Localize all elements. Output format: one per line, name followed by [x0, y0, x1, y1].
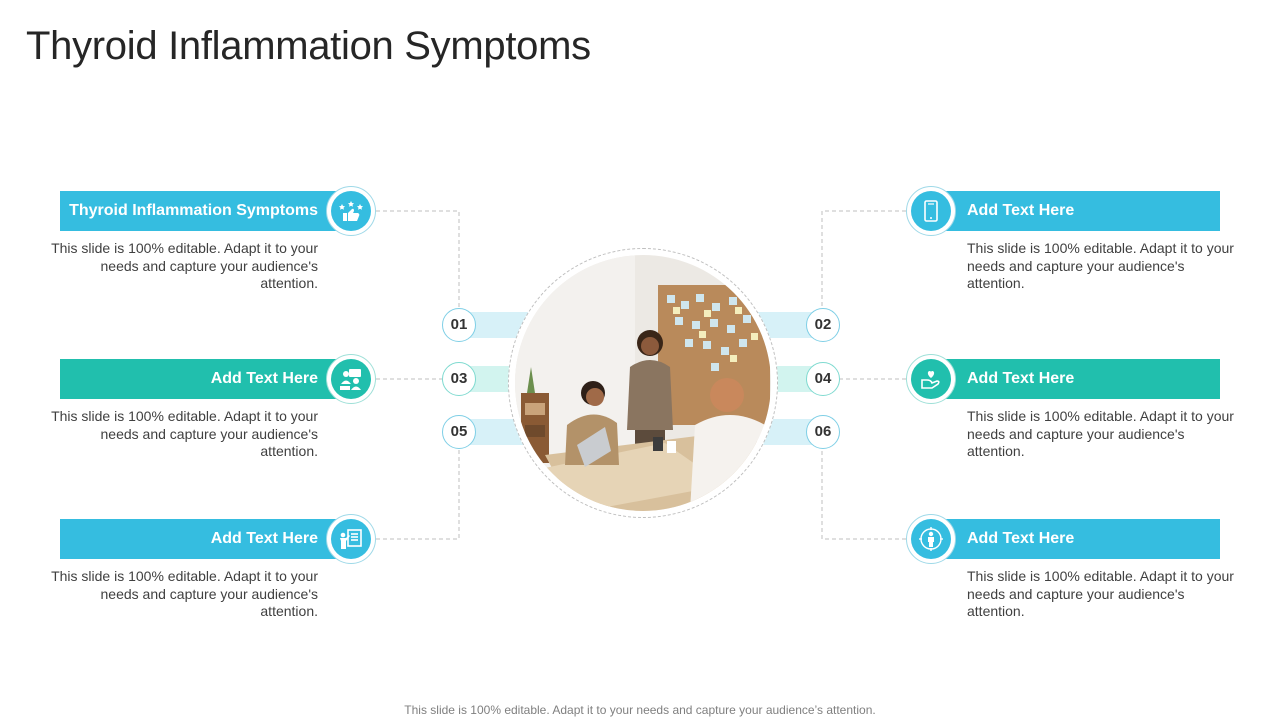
item-01-icon-badge [326, 186, 376, 236]
number-05: 05 [442, 415, 476, 449]
item-04-description: This slide is 100% editable. Adapt it to… [967, 408, 1234, 459]
number-06: 06 [806, 415, 840, 449]
number-03: 03 [442, 362, 476, 396]
item-05-icon-badge [326, 514, 376, 564]
item-06-label: Add Text Here [967, 530, 1075, 547]
item-05-description: This slide is 100% editable. Adapt it to… [51, 568, 318, 619]
item-04-banner: Add Text Here [930, 359, 1220, 399]
item-01-banner: Thyroid Inflammation Symptoms [60, 191, 350, 231]
rating-thumbs-up-icon [339, 201, 363, 221]
item-02-banner: Add Text Here [930, 191, 1220, 231]
hand-heart-icon [921, 371, 940, 389]
item-05-banner: Add Text Here [60, 519, 350, 559]
number-02: 02 [806, 308, 840, 342]
item-01-description: This slide is 100% editable. Adapt it to… [51, 240, 318, 291]
item-04-icon-badge [906, 354, 956, 404]
item-06-icon-badge [906, 514, 956, 564]
item-03-icon-badge [326, 354, 376, 404]
number-01: 01 [442, 308, 476, 342]
item-02-label: Add Text Here [967, 202, 1075, 219]
slide-title: Thyroid Inflammation Symptoms [26, 24, 591, 68]
footer-note: This slide is 100% editable. Adapt it to… [404, 703, 876, 717]
mobile-phone-icon [924, 200, 938, 222]
item-02-description: This slide is 100% editable. Adapt it to… [967, 240, 1234, 291]
item-04-label: Add Text Here [967, 370, 1075, 387]
item-06-description: This slide is 100% editable. Adapt it to… [967, 568, 1234, 619]
item-03-label: Add Text Here [210, 370, 318, 387]
item-02-icon-badge [906, 186, 956, 236]
item-03-description: This slide is 100% editable. Adapt it to… [51, 408, 318, 459]
item-05-label: Add Text Here [210, 530, 318, 547]
item-06-banner: Add Text Here [930, 519, 1220, 559]
team-meeting-icon [340, 369, 361, 390]
item-03-banner: Add Text Here [60, 359, 350, 399]
person-target-icon [919, 527, 943, 551]
team-meeting-photo [515, 255, 771, 511]
number-04: 04 [806, 362, 840, 396]
presentation-board-icon [340, 529, 362, 549]
item-01-label: Thyroid Inflammation Symptoms [69, 202, 318, 219]
